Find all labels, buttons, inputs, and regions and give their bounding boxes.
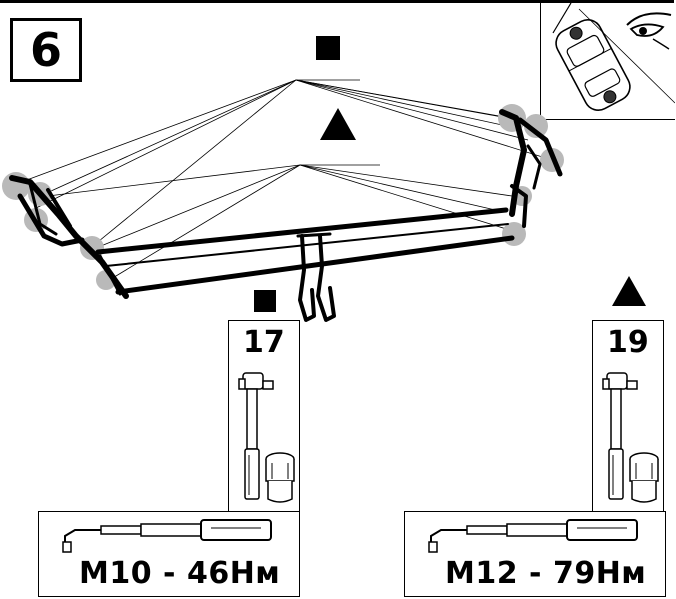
- step-number: 6: [10, 18, 82, 82]
- ratchet-icon: [602, 372, 638, 500]
- square-marker-icon: [254, 290, 276, 312]
- socket-icon: [629, 452, 659, 503]
- torque-panel: M12 - 79Нм: [404, 511, 666, 597]
- socket-size-label: 17: [243, 325, 285, 360]
- torque-spec-label: M12 - 79Нм: [445, 556, 647, 591]
- torque-spec-label: M10 - 46Нм: [79, 556, 281, 591]
- triangle-marker-icon: [612, 276, 646, 306]
- torque-wrench-icon: [428, 519, 638, 553]
- car-top-view-icon: [552, 2, 676, 111]
- socket-panel: 19: [592, 320, 664, 512]
- torque-panel: M10 - 46Нм: [38, 511, 300, 597]
- step-number-label: 6: [29, 23, 62, 77]
- ratchet-icon: [238, 372, 274, 500]
- socket-panel: 17: [228, 320, 300, 512]
- torque-wrench-icon: [62, 519, 272, 553]
- square-marker-icon: [316, 36, 340, 60]
- triangle-marker-icon: [320, 108, 356, 140]
- orientation-thumbnail: [540, 2, 676, 120]
- eye-icon: [626, 12, 672, 50]
- socket-icon: [265, 452, 295, 503]
- socket-size-label: 19: [607, 325, 649, 360]
